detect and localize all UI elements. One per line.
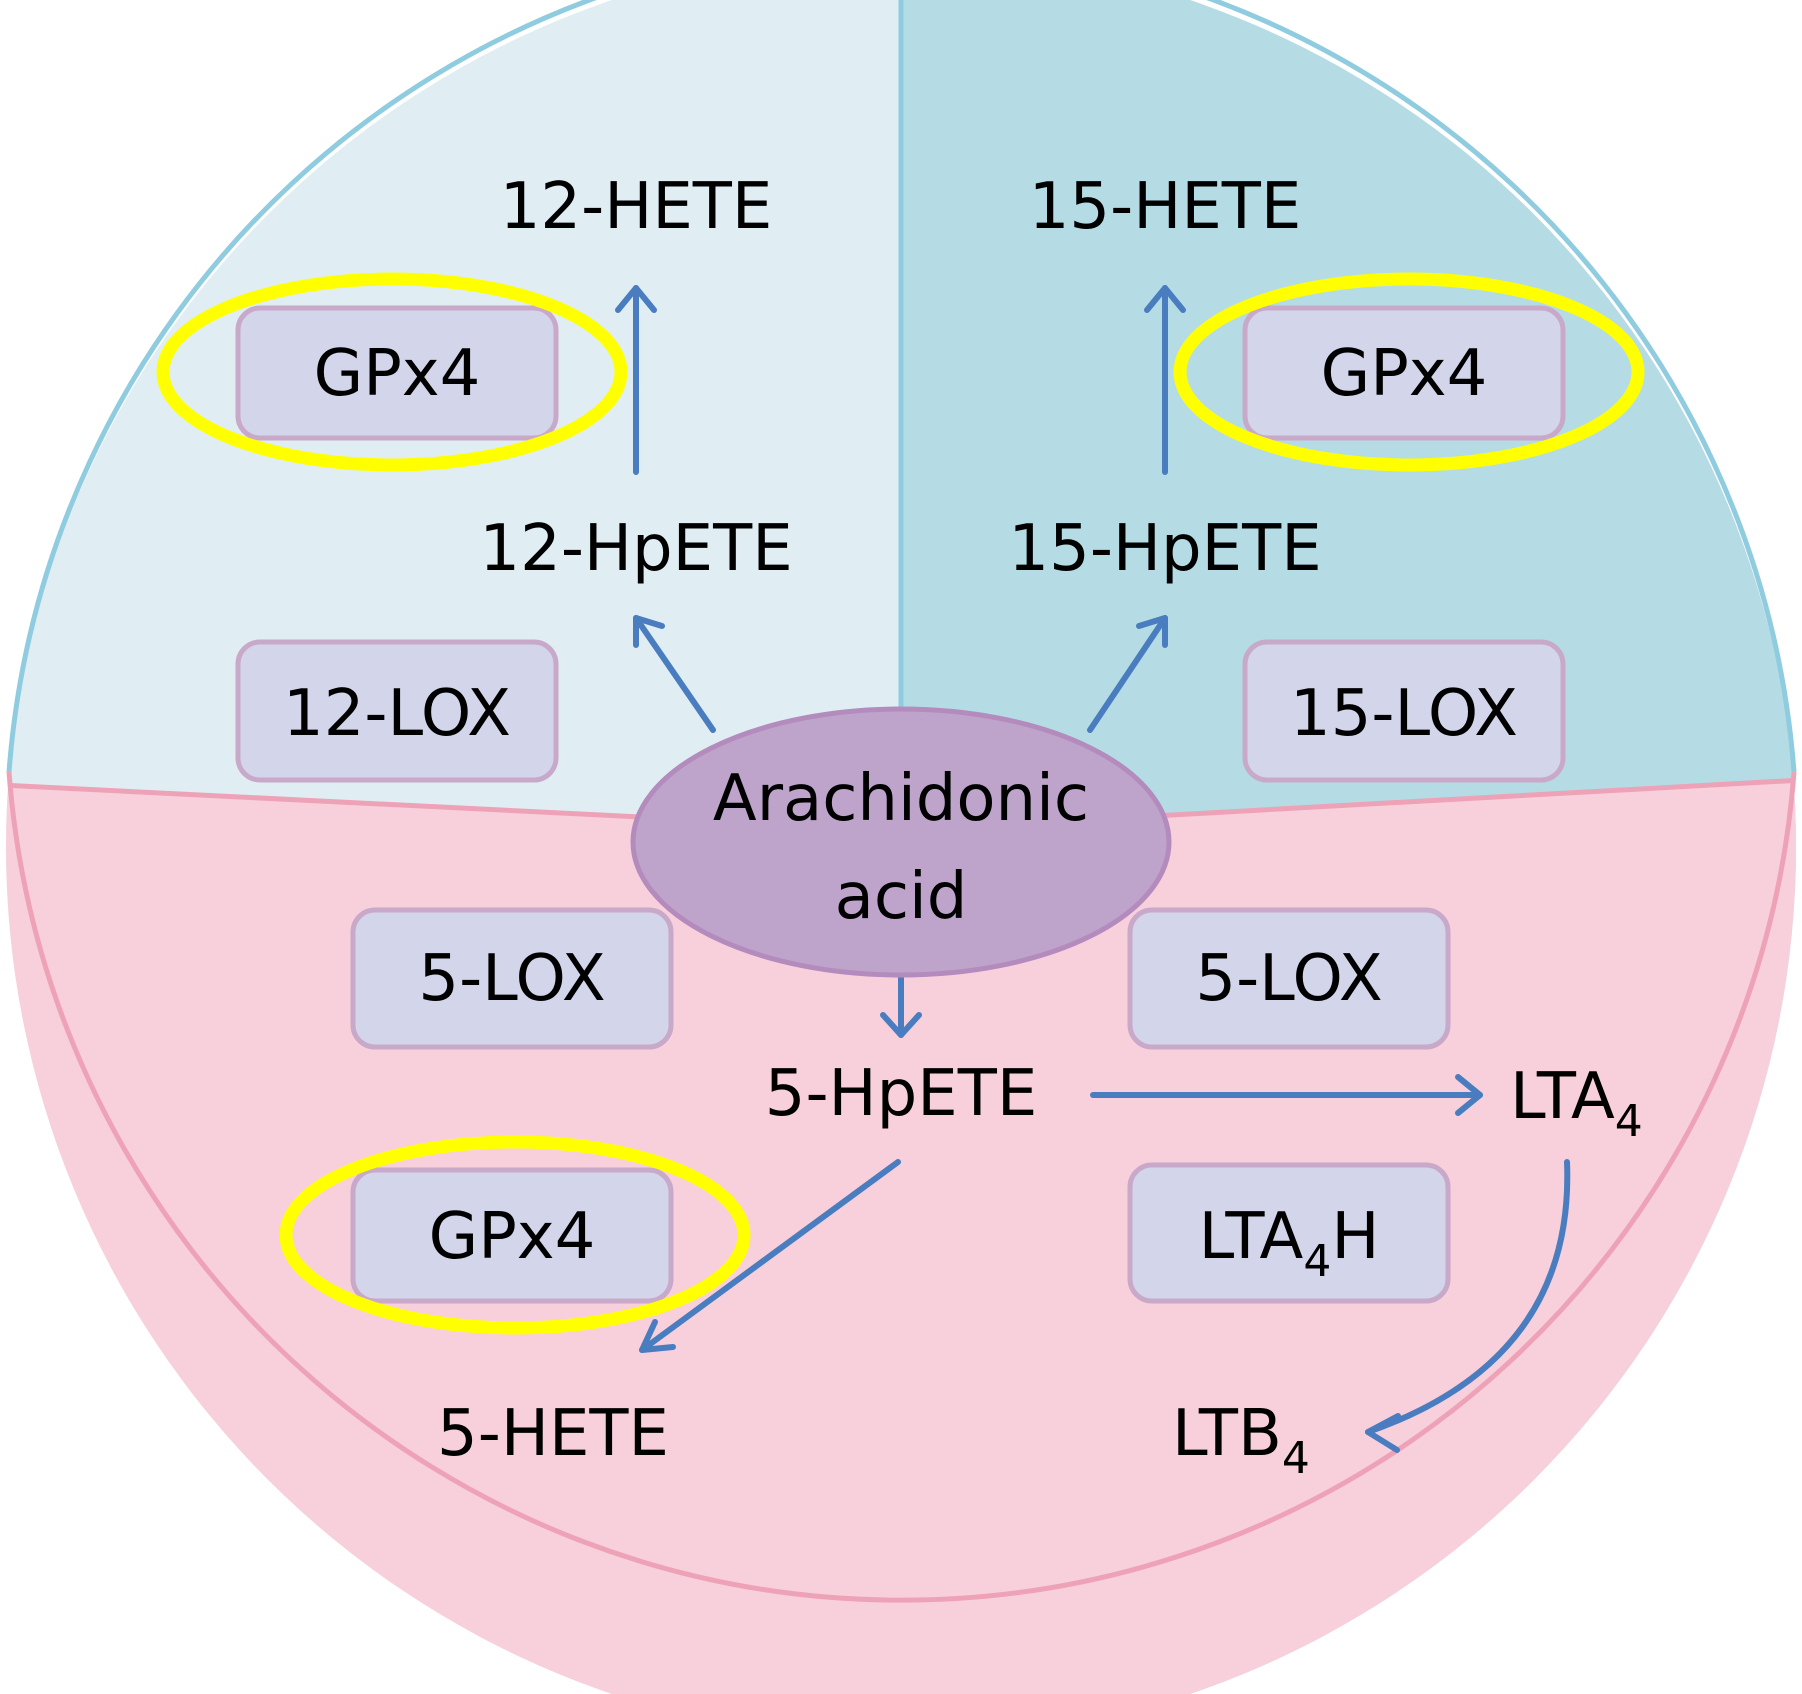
enzyme-box-15-lox [1242, 639, 1566, 783]
enzyme-box-gpx4-5 [350, 1167, 674, 1304]
highlight-ellipse-gpx4-5 [279, 1135, 751, 1335]
arrow-aa-to-12-hpete [633, 615, 716, 733]
enzyme-label-12-lox: 12-LOX [283, 677, 511, 751]
enzyme-box-gpx4-12 [235, 305, 559, 441]
enzyme-box-gpx4-15 [1242, 305, 1566, 441]
intermediate-15-hpete: 15-HpETE [1008, 512, 1321, 586]
enzyme-box-5-lox-left [350, 907, 674, 1050]
circle-outline-top [6, 0, 1797, 773]
arrow-15-hpete-to-15-hete [1144, 285, 1186, 475]
product-12-hete: 12-HETE [500, 170, 773, 244]
highlight-ellipse-gpx4-12 [156, 272, 628, 472]
enzyme-label-15-lox: 15-LOX [1290, 677, 1518, 751]
arrow-5-hpete-to-lta4 [1090, 1074, 1483, 1116]
enzyme-label-5-lox-right: 5-LOX [1195, 942, 1382, 1016]
enzyme-label-5-lox-left: 5-LOX [418, 942, 605, 1016]
substrate-ellipse [630, 706, 1172, 978]
enzyme-label-gpx4-12: GPx4 [314, 337, 481, 411]
intermediate-12-hpete: 12-HpETE [479, 512, 792, 586]
enzyme-box-5-lox-right [1127, 907, 1451, 1050]
product-ltb4: LTB4 [1172, 1397, 1310, 1484]
product-15-hete: 15-HETE [1029, 170, 1302, 244]
substrate-label-line1: Arachidonic [713, 762, 1089, 836]
circle-outline-bottom [6, 771, 1797, 1603]
arrow-aa-to-15-hpete [1087, 615, 1168, 733]
arrow-12-hpete-to-12-hete [615, 285, 657, 475]
substrate-label-line2: acid [835, 860, 968, 934]
enzyme-box-12-lox [235, 639, 559, 783]
product-lta4: LTA4 [1510, 1060, 1643, 1147]
arrow-5-hpete-to-5-hete [639, 1159, 901, 1353]
product-5-hete: 5-HETE [437, 1397, 669, 1471]
enzyme-label-gpx4-15: GPx4 [1321, 337, 1488, 411]
arrow-lta4-to-ltb4 [1365, 1159, 1571, 1453]
intermediate-5-hpete: 5-HpETE [765, 1057, 1038, 1131]
enzyme-label-gpx4-5: GPx4 [429, 1200, 596, 1274]
highlight-ellipse-gpx4-15 [1173, 272, 1645, 472]
enzyme-label-lta4h: LTA4H [1199, 1200, 1380, 1287]
enzyme-box-lta4h [1127, 1162, 1451, 1304]
